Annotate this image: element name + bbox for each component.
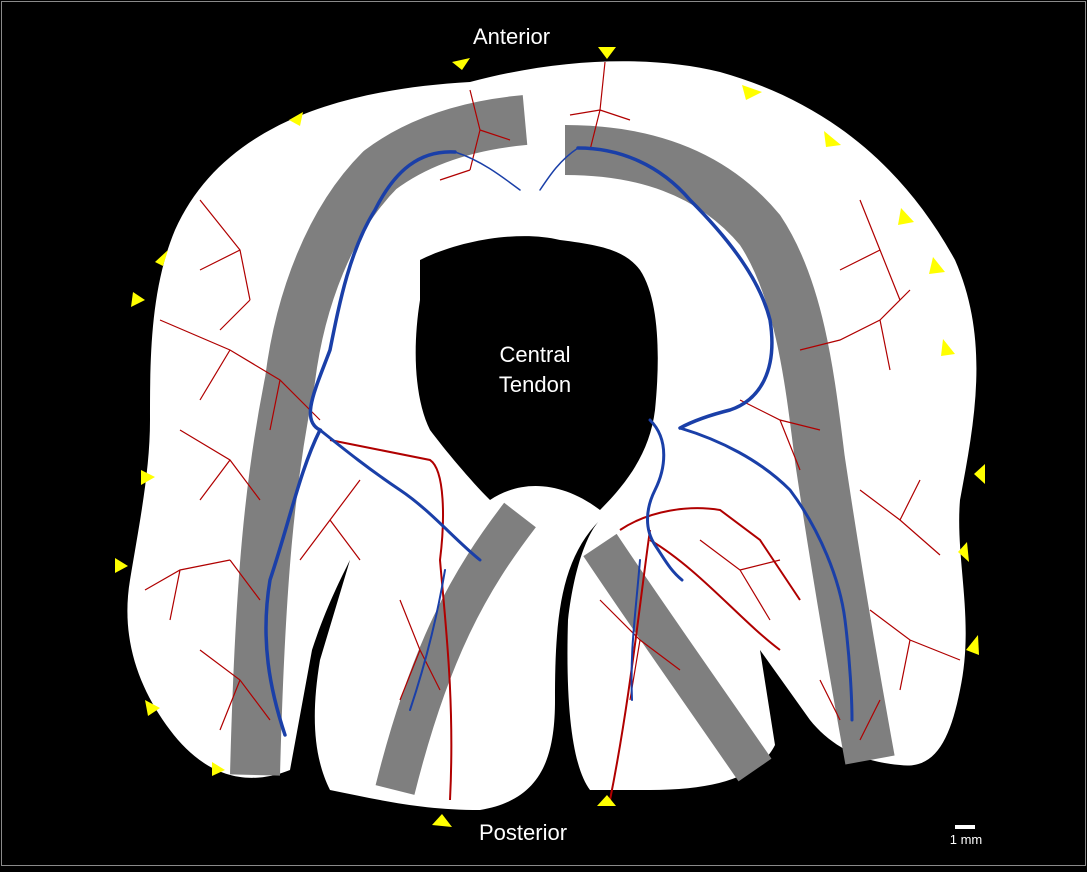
scale-bar: [955, 825, 975, 829]
anterior-label: Anterior: [473, 24, 573, 50]
marker-10: [966, 635, 979, 655]
central-tendon-label: Central Tendon: [478, 340, 592, 400]
scale-bar-label: 1 mm: [942, 832, 990, 847]
marker-15: [115, 558, 128, 573]
marker-2: [598, 47, 616, 59]
marker-18: [597, 795, 616, 806]
central-tendon-label-line1: Central: [478, 340, 592, 370]
marker-8: [974, 464, 985, 484]
marker-19: [432, 814, 452, 827]
marker-13: [131, 292, 145, 307]
central-tendon-label-line2: Tendon: [478, 370, 592, 400]
marker-1: [452, 58, 470, 70]
posterior-label: Posterior: [479, 820, 599, 846]
